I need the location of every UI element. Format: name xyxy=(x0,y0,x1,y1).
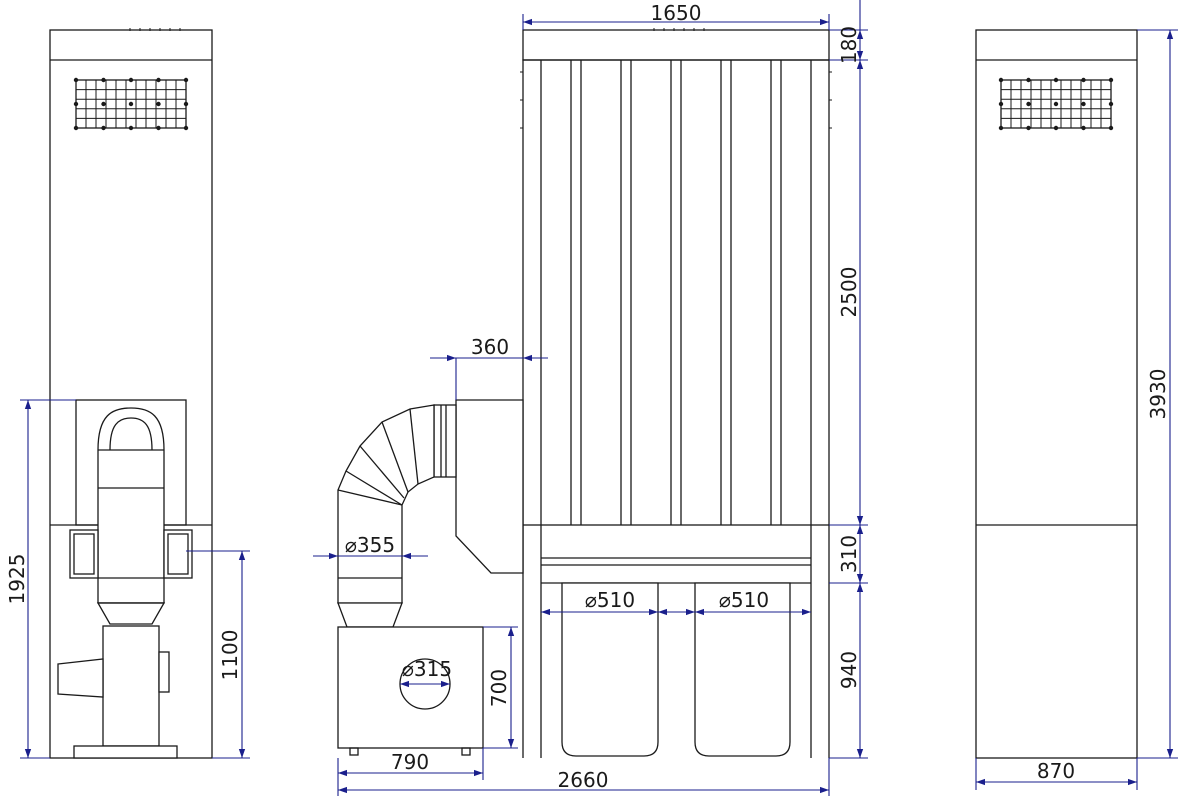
dim-180: 180 xyxy=(837,26,861,64)
grille-rivet xyxy=(1026,125,1031,131)
right-dust-bin xyxy=(694,582,791,757)
fan-box-foot-right xyxy=(461,747,471,756)
middle-top-studs xyxy=(653,28,705,31)
grille-rivet xyxy=(101,101,106,107)
grille-rivet xyxy=(1081,125,1086,131)
grille-rivet xyxy=(128,77,134,83)
grille-rivet xyxy=(1108,77,1114,83)
middle-front-view xyxy=(337,28,832,758)
grille-rivet xyxy=(156,125,161,131)
dim-940: 940 xyxy=(837,651,861,689)
grille-rivet xyxy=(101,125,106,131)
dim-360: 360 xyxy=(471,335,509,359)
dim-bin-diameter-right: ⌀510 xyxy=(719,588,769,612)
dimension-lines: 1650 180 2500 310 940 3930 870 2660 790 … xyxy=(5,0,1178,796)
grille-rivet xyxy=(73,77,79,83)
left-fan-motor-cap xyxy=(158,651,170,693)
dim-310: 310 xyxy=(837,535,861,573)
grille-rivet xyxy=(1053,77,1059,83)
fan-box-foot-left xyxy=(349,747,359,756)
dim-790: 790 xyxy=(391,750,429,774)
grille-rivet xyxy=(183,125,189,131)
left-fan-cone xyxy=(96,602,166,625)
grille-rivet xyxy=(183,77,189,83)
grille-rivet xyxy=(1081,77,1086,83)
grille-rivet xyxy=(1026,101,1031,107)
dim-inlet-diameter: ⌀315 xyxy=(402,657,452,681)
grille-rivet xyxy=(1108,101,1114,107)
fan-cone xyxy=(337,602,403,628)
grille-rivet xyxy=(998,125,1004,131)
left-vent-grille xyxy=(73,77,189,131)
dim-700: 700 xyxy=(487,669,511,707)
grille-rivet xyxy=(128,125,134,131)
dim-1100: 1100 xyxy=(218,630,242,681)
middle-side-ticks xyxy=(520,71,832,129)
grille-rivet xyxy=(73,101,79,107)
grille-rivet xyxy=(73,125,79,131)
dim-1925: 1925 xyxy=(5,554,29,605)
dim-2500: 2500 xyxy=(837,267,861,318)
dim-duct-diameter: ⌀355 xyxy=(345,533,395,557)
left-top-studs xyxy=(129,28,181,31)
dim-2660: 2660 xyxy=(558,768,609,792)
dim-870: 870 xyxy=(1037,759,1075,783)
right-vent-grille xyxy=(998,77,1114,131)
dim-bin-diameter-left: ⌀510 xyxy=(585,588,635,612)
middle-filter-bars xyxy=(540,60,812,525)
left-side-view xyxy=(49,28,213,759)
right-cabinet-outline xyxy=(975,29,1138,759)
dim-1650: 1650 xyxy=(651,1,702,25)
grille-rivet xyxy=(128,101,134,107)
middle-top-cap xyxy=(522,29,830,61)
grille-rivet xyxy=(1053,125,1059,131)
right-side-view xyxy=(975,29,1138,759)
grille-rivet xyxy=(156,101,161,107)
grille-rivet xyxy=(1081,101,1086,107)
grille-rivet xyxy=(1108,125,1114,131)
middle-filter-body xyxy=(522,59,830,526)
left-fan-outlet xyxy=(57,658,104,698)
grille-rivet xyxy=(1026,77,1031,83)
left-side-brackets xyxy=(69,529,193,579)
grille-rivet xyxy=(183,101,189,107)
grille-rivet xyxy=(998,77,1004,83)
grille-rivet xyxy=(101,77,106,83)
grille-rivet xyxy=(1053,101,1059,107)
left-dust-bin xyxy=(561,582,659,757)
inlet-box xyxy=(455,399,524,574)
left-curved-duct xyxy=(97,407,165,604)
fan-box xyxy=(337,626,484,749)
grille-rivet xyxy=(156,77,161,83)
grille-rivet xyxy=(998,101,1004,107)
ducting-elbow xyxy=(337,404,457,604)
left-fan-base xyxy=(73,745,178,759)
left-fan-body xyxy=(102,625,160,747)
dim-3930: 3930 xyxy=(1146,369,1170,420)
